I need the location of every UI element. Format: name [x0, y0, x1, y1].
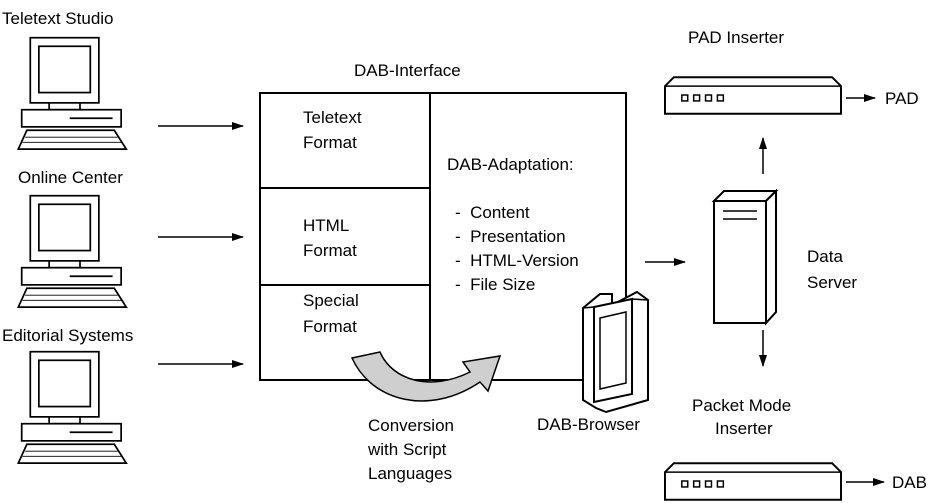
adaptation-item-file-size: - File Size — [455, 275, 535, 294]
conversion-curved-arrow-icon — [350, 351, 502, 402]
dab-browser-device-icon — [582, 290, 649, 414]
adaptation-item-presentation: - Presentation — [455, 227, 566, 246]
packet-inserter-line2: Inserter — [715, 419, 773, 438]
source-teletext-studio-label: Teletext Studio — [2, 9, 114, 28]
conversion-line3: Languages — [368, 464, 452, 483]
online-center-computer-icon — [17, 194, 128, 309]
special-format-line1: Special — [303, 291, 359, 310]
editorial-systems-computer-icon — [17, 350, 128, 465]
teletext-format-line2: Format — [303, 133, 357, 152]
server-line2: Server — [807, 273, 857, 292]
pad-output-label: PAD — [885, 89, 919, 108]
adaptation-item-content: - Content — [455, 203, 530, 222]
html-format-line1: HTML — [303, 216, 349, 235]
adaptation-heading: DAB-Adaptation: — [447, 155, 574, 174]
pad-inserter-device-icon — [664, 76, 842, 115]
special-format-line2: Format — [303, 317, 357, 336]
conversion-line1: Conversion — [368, 416, 454, 435]
adaptation-item-html-version: - HTML-Version — [455, 251, 579, 270]
teletext-studio-computer-icon — [17, 36, 128, 151]
dab-output-label: DAB — [892, 473, 927, 492]
teletext-format-line1: Teletext — [303, 108, 362, 127]
packet-inserter-line1: Packet Mode — [692, 396, 791, 415]
dab-interface-box — [259, 92, 627, 381]
source-editorial-systems-label: Editorial Systems — [2, 326, 133, 345]
data-server-icon — [711, 188, 779, 326]
conversion-line2: with Script — [367, 440, 447, 459]
packet-inserter-device-icon — [664, 462, 842, 501]
server-line1: Data — [807, 247, 843, 266]
source-online-center-label: Online Center — [18, 168, 123, 187]
interface-title: DAB-Interface — [354, 61, 461, 80]
pad-inserter-title: PAD Inserter — [688, 28, 784, 47]
dab-browser-label: DAB-Browser — [537, 415, 640, 434]
html-format-line2: Format — [303, 241, 357, 260]
